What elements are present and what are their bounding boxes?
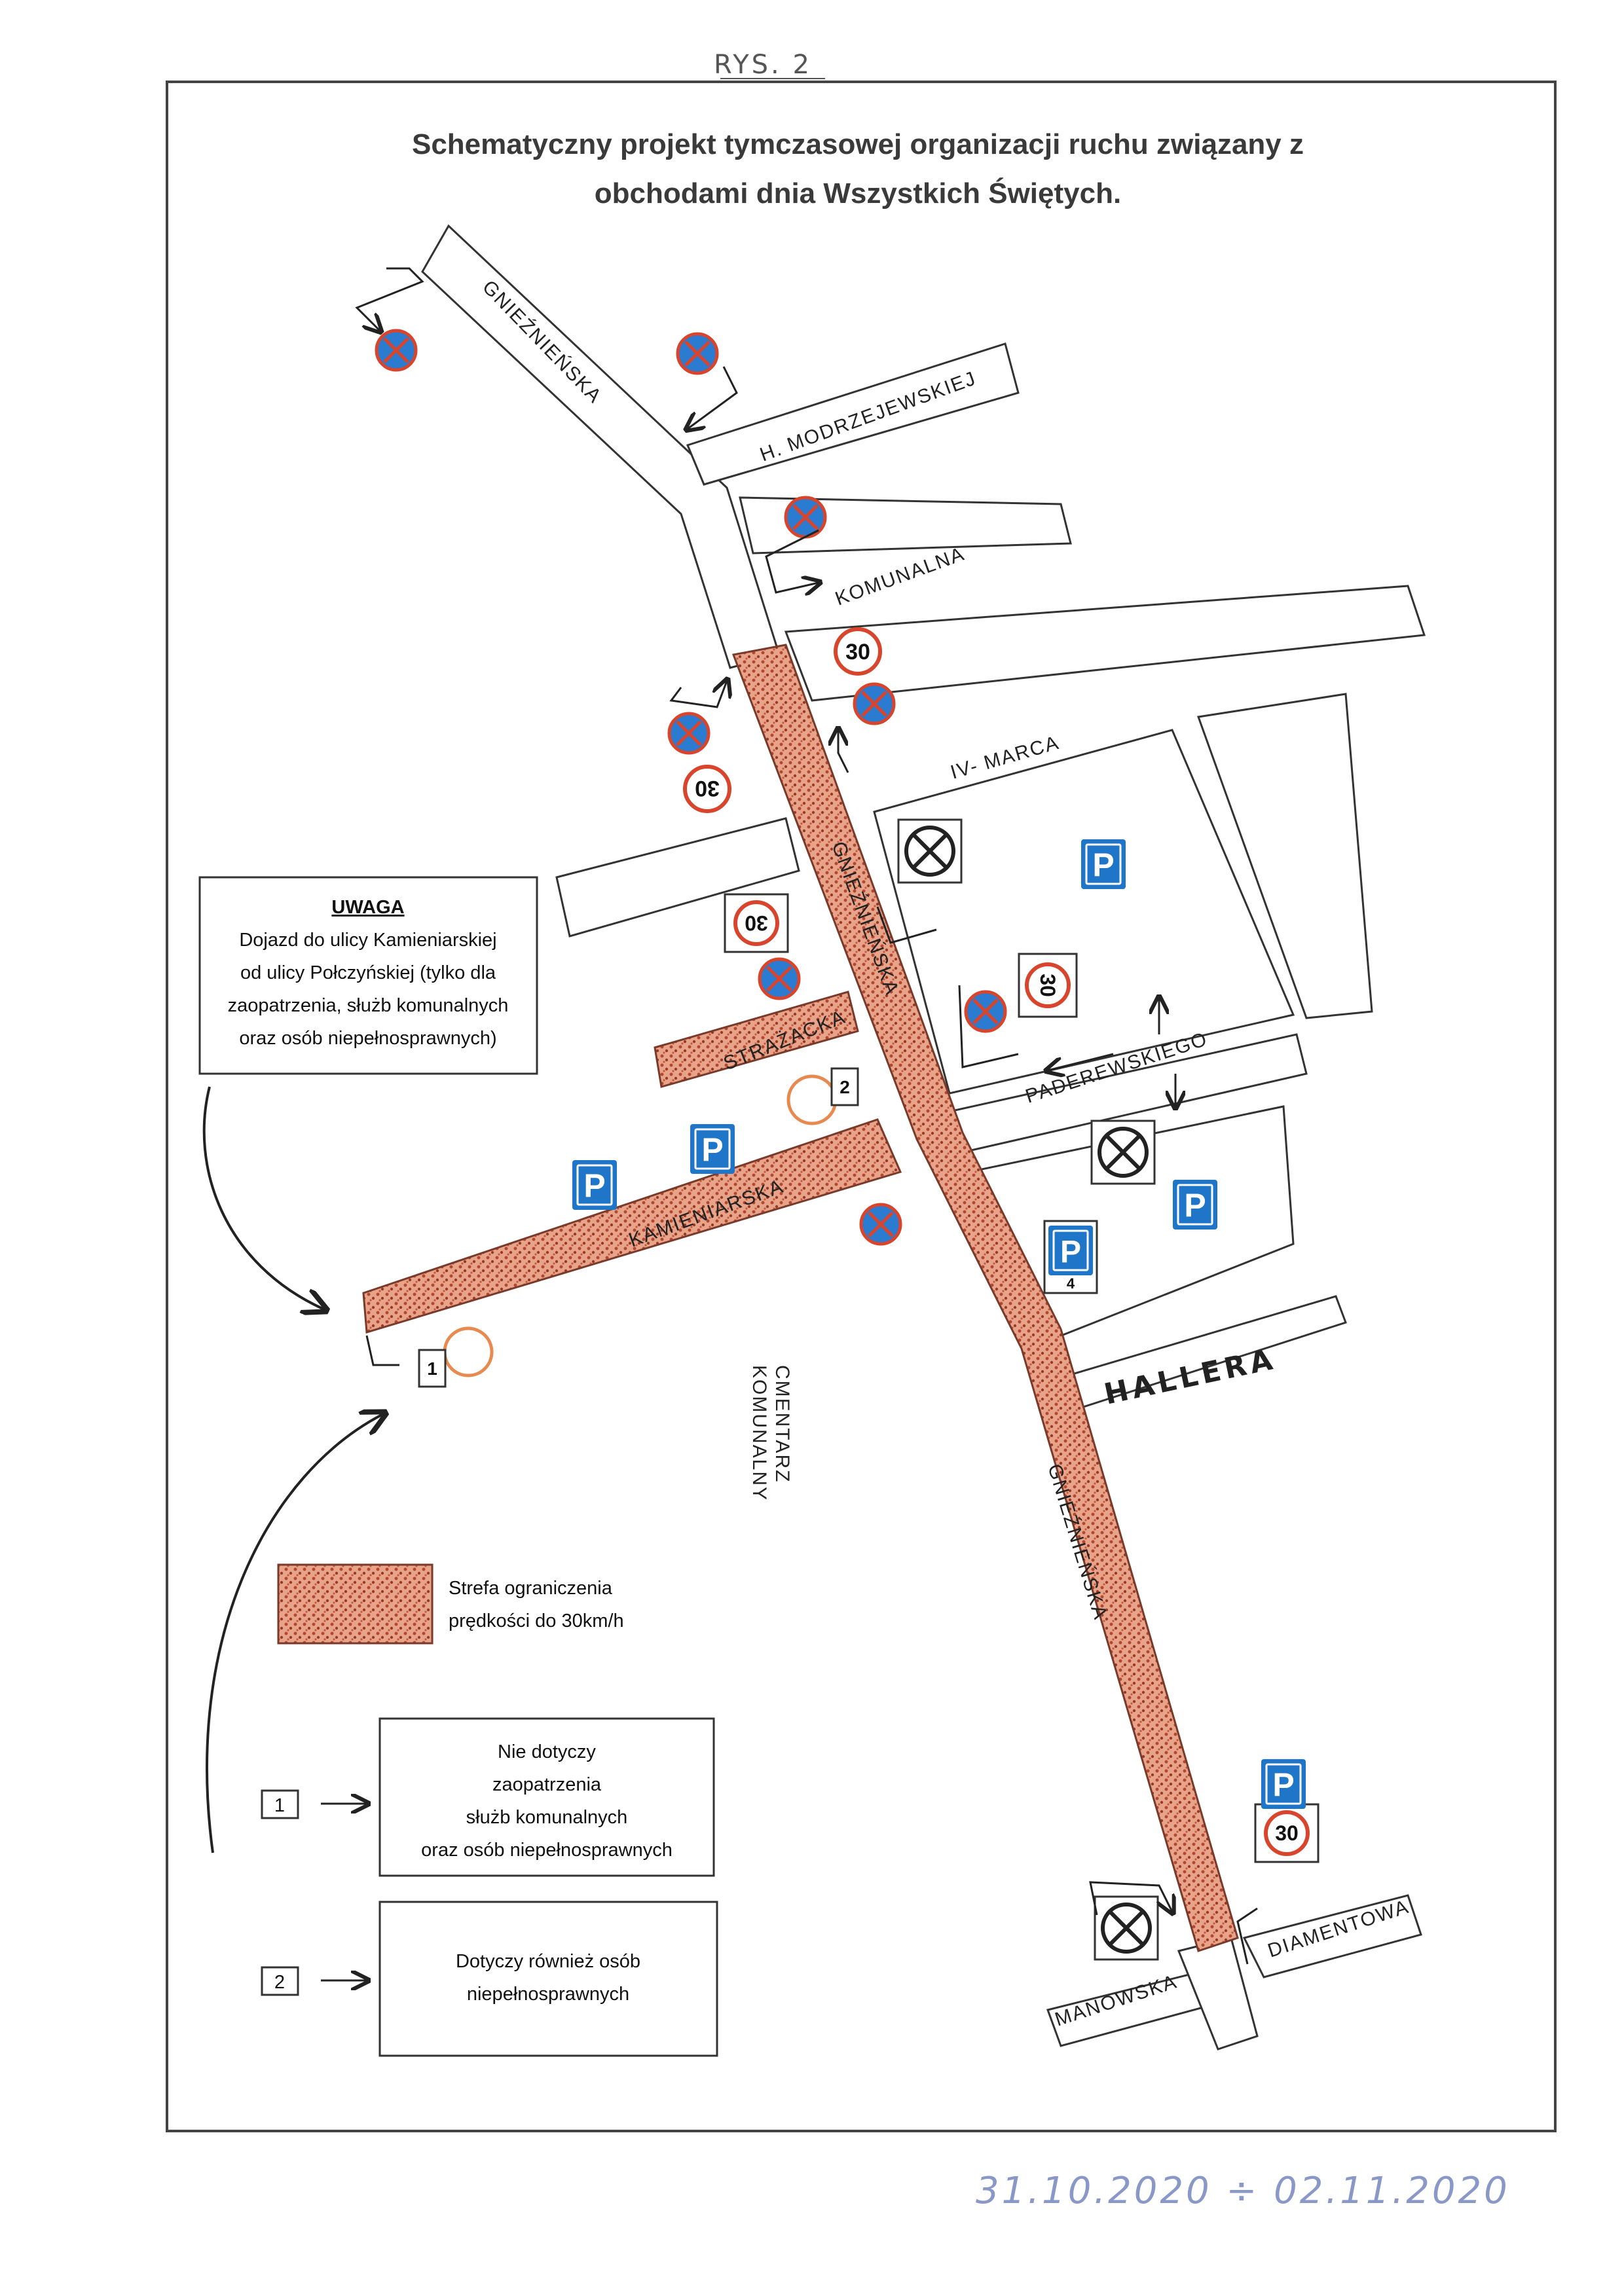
parking-sign-icon: P [689, 1123, 736, 1175]
legend-plate2-icon [261, 1966, 299, 1996]
map-frame [166, 81, 1557, 2132]
uwaga-line: od ulicy Połczyńskiej (tylko dla [240, 962, 496, 983]
legend-plate1-icon [261, 1789, 299, 1819]
no-entry-sign-icon [786, 1074, 838, 1125]
svg-text:30: 30 [1275, 1821, 1299, 1845]
no-stopping-sign-icon [786, 498, 825, 537]
legend-plate1-line: Nie dotyczy [498, 1741, 596, 1762]
svg-text:P: P [1272, 1766, 1294, 1803]
parking-sign-icon: P [571, 1159, 618, 1211]
legend-plate1-box [378, 1717, 715, 1877]
svg-text:4: 4 [1067, 1275, 1075, 1292]
direction-arrows [202, 267, 1258, 1965]
uwaga-line: oraz osób niepełnosprawnych) [239, 1028, 496, 1049]
parking-signs: P P P P P 4 P [571, 838, 1307, 1810]
parking-sign-icon: P [1080, 838, 1127, 890]
no-stopping-sign-icon [966, 992, 1005, 1031]
svg-text:1: 1 [274, 1795, 285, 1816]
svg-text:30: 30 [695, 776, 720, 801]
cemetery-label-line-1: CMENTARZ [771, 1365, 793, 1483]
svg-text:2: 2 [274, 1972, 285, 1993]
svg-text:1: 1 [427, 1358, 437, 1379]
speed-limit-signs: 30 30 30 30 30 [683, 627, 1320, 1863]
svg-text:30: 30 [845, 640, 870, 665]
legend-plate1-line: służb komunalnych [466, 1807, 628, 1828]
svg-text:2: 2 [840, 1077, 850, 1097]
no-entry-sign-icons: 2 1 [418, 1067, 859, 1388]
parking-disabled-sign-icon: P 4 [1043, 1220, 1098, 1294]
legend-plate2-line: Dotyczy również osób [456, 1951, 640, 1972]
legend-plate2-box [378, 1901, 718, 2057]
no-stopping-sign-icon [669, 714, 709, 753]
plate-2-icon: 2 [830, 1067, 859, 1106]
svg-text:P: P [583, 1167, 605, 1204]
legend-plate2-line: niepełnosprawnych [467, 1984, 629, 2005]
svg-text:30: 30 [1036, 974, 1060, 997]
legend-zone-swatch [277, 1563, 434, 1645]
no-stopping-sign-icon [855, 684, 894, 723]
svg-text:P: P [1184, 1187, 1206, 1224]
speed-limit-sign-icon: 30 [834, 627, 882, 676]
uwaga-line: zaopatrzenia, służb komunalnych [228, 995, 509, 1016]
header-mark: RYS. 2 [714, 50, 812, 80]
legend: Strefa ograniczenia prędkości do 30km/h … [261, 1563, 718, 2057]
no-parking-sign-icon [898, 820, 961, 883]
no-entry-sign-icon [443, 1326, 494, 1377]
legend-zone-line-2: prędkości do 30km/h [449, 1611, 624, 1631]
uwaga-heading: UWAGA [331, 897, 404, 918]
parking-sign-icon: P [1172, 1178, 1219, 1231]
speed-limit-sign-icon: 30 [683, 765, 731, 813]
no-stopping-sign-icon [760, 959, 799, 998]
svg-text:P: P [1060, 1235, 1081, 1269]
svg-text:P: P [701, 1131, 723, 1168]
no-parking-sign-icon [1095, 1897, 1158, 1959]
speed-limit-sign-icon: 30 [1254, 1803, 1320, 1863]
title-line-1: Schematyczny projekt tymczasowej organiz… [412, 128, 1304, 160]
no-parking-sign-icon [1092, 1121, 1154, 1184]
legend-plate1-line: zaopatrzenia [492, 1774, 602, 1795]
uwaga-line: Dojazd do ulicy Kamieniarskiej [239, 930, 496, 951]
title-line-2: obchodami dnia Wszystkich Świętych. [595, 177, 1121, 210]
no-stopping-sign-icon [678, 334, 717, 373]
no-stopping-sign-icon [861, 1205, 900, 1244]
legend-zone-line-1: Strefa ograniczenia [449, 1578, 613, 1599]
plate-1-icon: 1 [418, 1349, 447, 1388]
speed-limit-sign-icon: 30 [1018, 953, 1078, 1018]
speed-limit-sign-icon: 30 [724, 893, 789, 953]
legend-plate1-line: oraz osób niepełnosprawnych [421, 1840, 673, 1861]
no-stopping-sign-icon [377, 331, 416, 370]
handwritten-date: 31.10.2020 ÷ 02.11.2020 [976, 2170, 1510, 2212]
svg-text:P: P [1092, 847, 1114, 883]
uwaga-note-box: UWAGA Dojazd do ulicy Kamieniarskiej od … [198, 876, 538, 1075]
speed-zone-30 [362, 644, 1239, 1952]
cemetery-label-line-2: KOMUNALNY [748, 1365, 770, 1501]
svg-text:30: 30 [745, 911, 768, 935]
label-komunalna: KOMUNALNA [832, 543, 968, 610]
parking-sign-icon: P [1260, 1758, 1307, 1810]
